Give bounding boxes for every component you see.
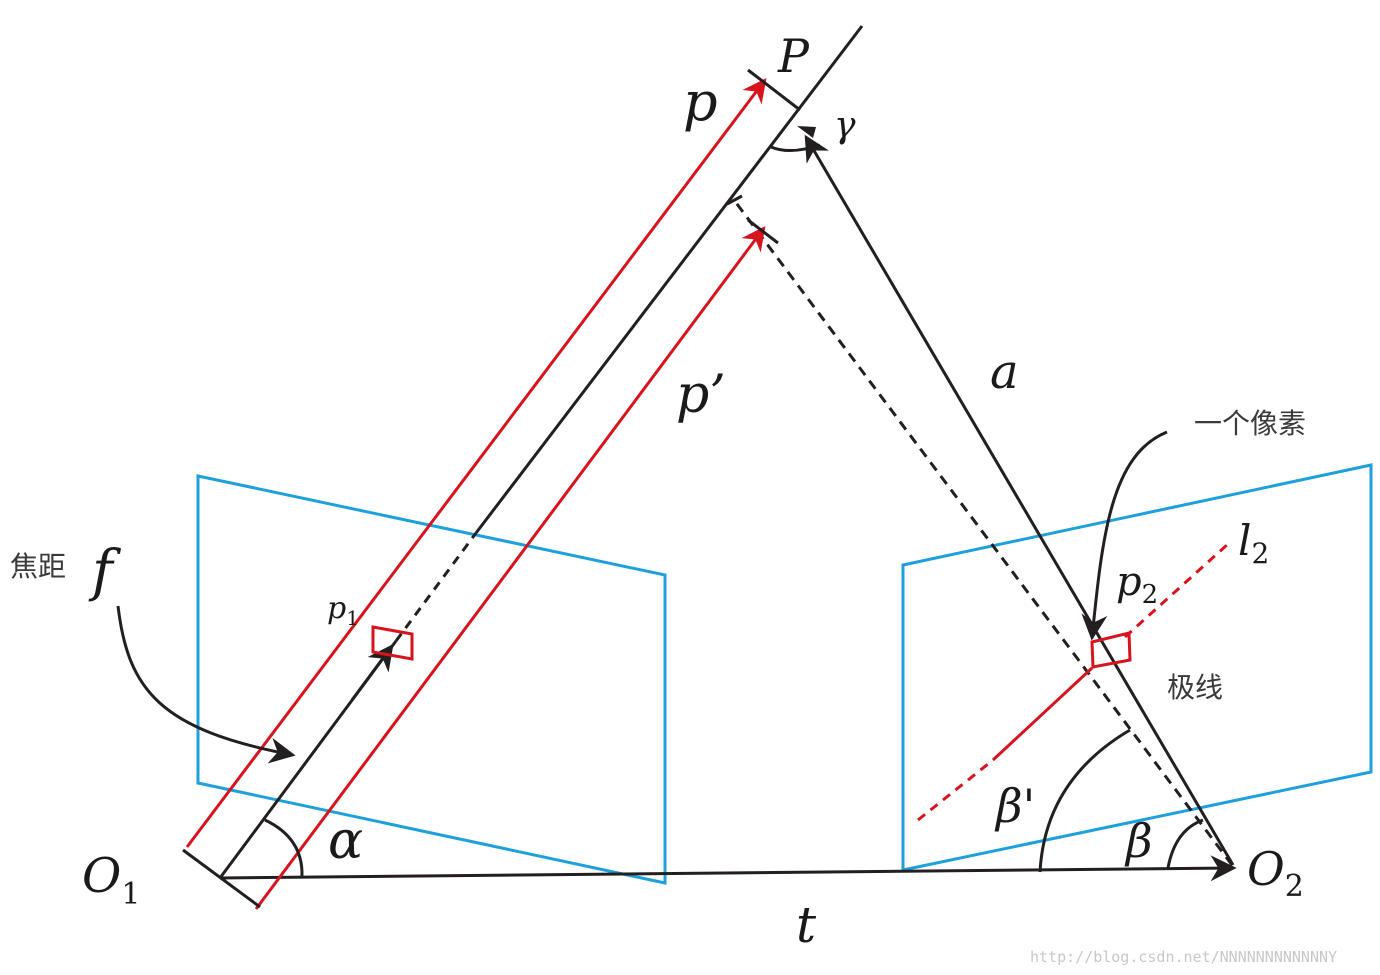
angle-gamma-arrow (797, 126, 816, 138)
label-origin-O1: O1 (82, 848, 140, 912)
focal-pointer-arrow (116, 605, 296, 764)
label-point-p1: p1 (327, 591, 359, 630)
label-point-p1-sub: 1 (346, 606, 359, 630)
left-image-plane (196, 474, 667, 885)
label-angle-gamma: γ (834, 105, 856, 146)
red-ray-p-tick (747, 68, 801, 112)
angle-alpha-arc (264, 818, 304, 877)
ray-o1-solid-upper (474, 25, 864, 534)
angle-beta-prime-arc (1038, 728, 1131, 873)
label-baseline-t: t (796, 896, 817, 954)
dashed-o2-to-p-prime (732, 199, 1234, 866)
label-point-p1-main: p (327, 591, 346, 626)
right-image-plane (901, 463, 1373, 872)
pixel-pointer-arrow (1081, 430, 1168, 641)
ray-o1-dashed (394, 532, 478, 642)
baseline-t-line (219, 855, 1237, 882)
pixel-p1-rect (371, 625, 414, 661)
label-origin-O2: O2 (1247, 842, 1304, 904)
label-angle-beta-prime: β' (994, 779, 1035, 833)
label-pixel-note: 一个像素 (1194, 407, 1306, 440)
p-prime-tick (726, 194, 743, 206)
label-origin-O2-main: O (1247, 842, 1285, 896)
label-angle-alpha: α (328, 811, 363, 871)
watermark-text: http://blog.csdn.net/NNNNNNNNNNNNY (1030, 948, 1337, 966)
angle-beta-arc (1166, 818, 1204, 869)
label-origin-O1-main: O (82, 848, 121, 904)
label-epiline-l2-sub: 2 (1251, 537, 1269, 570)
label-angle-beta: β (1124, 814, 1153, 868)
epipolar-line-l2-dashed-upper (1123, 542, 1230, 639)
label-epiline-l2: l2 (1238, 516, 1269, 570)
angle-gamma-arc (770, 143, 821, 152)
red-ray-p-prime-tick (747, 218, 779, 245)
label-ray-p: p (683, 70, 718, 133)
side-a-line (804, 134, 1235, 866)
label-focal-f: f (88, 539, 122, 604)
label-epiline-l2-main: l (1238, 516, 1251, 565)
label-origin-O2-sub: 2 (1285, 869, 1304, 904)
epipolar-line-l2-dashed-lower (917, 758, 994, 822)
label-ray-p-prime: p’ (676, 365, 726, 425)
label-origin-O1-sub: 1 (121, 877, 140, 912)
o1-crossbar (182, 848, 261, 909)
label-point-p2: p2 (1116, 559, 1158, 610)
label-epiline-note: 极线 (1167, 671, 1223, 704)
red-ray-p (185, 78, 767, 848)
label-point-p2-main: p (1116, 559, 1142, 605)
label-point-P: P (777, 29, 810, 83)
red-ray-p-prime (254, 226, 766, 910)
pixel-p2-rect (1090, 631, 1132, 669)
label-side-a: a (990, 344, 1019, 400)
label-focal-note: 焦距 (10, 550, 66, 583)
epipolar-line-l2-solid (991, 666, 1094, 762)
label-point-p2-sub: 2 (1142, 580, 1159, 610)
